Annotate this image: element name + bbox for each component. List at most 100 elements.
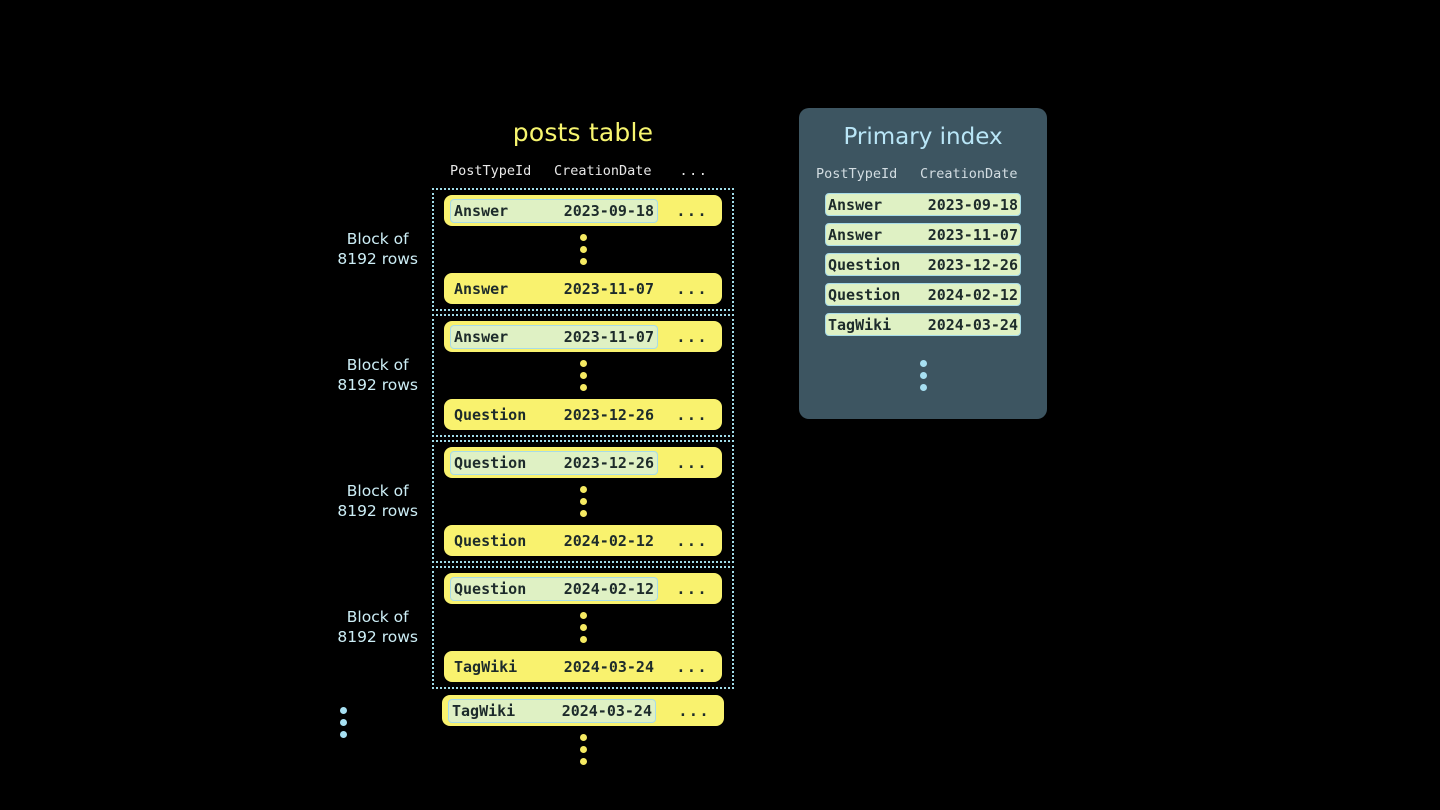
- row-ellipsis-dots: [434, 604, 732, 651]
- cell-creationdate: 2024-03-24: [561, 701, 652, 720]
- cell-posttypeid: Question: [454, 531, 527, 550]
- cell-more: ...: [676, 453, 708, 472]
- cell-creationdate: 2023-12-26: [927, 255, 1018, 274]
- cell-creationdate: 2023-09-18: [563, 201, 654, 220]
- row-cells: Question 2024-02-12: [450, 529, 658, 553]
- dot: [919, 360, 927, 367]
- block-of-rows: Block of 8192 rows Question 2023-12-26 .…: [337, 440, 734, 563]
- cell-posttypeid: Answer: [454, 279, 509, 298]
- index-continuation-dots: [919, 352, 927, 399]
- column-header-posttypeid: PostTypeId: [450, 163, 532, 179]
- dot: [579, 360, 587, 367]
- block-of-rows: Block of 8192 rows Answer 2023-11-07 ...…: [337, 314, 734, 437]
- column-header-posttypeid: PostTypeId: [816, 166, 898, 182]
- cell-more: ...: [676, 201, 708, 220]
- index-row: Answer 2023-09-18: [825, 193, 1021, 216]
- cell-posttypeid: Answer: [454, 327, 509, 346]
- index-row: Question 2023-12-26: [825, 253, 1021, 276]
- dot: [919, 384, 927, 391]
- row-cells: Question 2023-12-26: [450, 403, 658, 427]
- row-cells: Answer 2023-11-07: [450, 277, 658, 301]
- dot: [579, 498, 587, 505]
- dot: [579, 746, 587, 753]
- dot: [579, 246, 587, 253]
- cell-creationdate: 2023-11-07: [927, 225, 1018, 244]
- cell-more: ...: [676, 531, 708, 550]
- cell-posttypeid: Answer: [828, 225, 883, 244]
- dot: [579, 258, 587, 265]
- cell-creationdate: 2024-03-24: [563, 657, 654, 676]
- block-of-rows: Block of 8192 rows Question 2024-02-12 .…: [337, 566, 734, 689]
- index-row: TagWiki 2024-03-24: [825, 313, 1021, 336]
- cell-posttypeid: Answer: [454, 201, 509, 220]
- index-row: Answer 2023-11-07: [825, 223, 1021, 246]
- cell-more: ...: [676, 579, 708, 598]
- table-continuation-dots: [432, 726, 734, 773]
- posts-table-section: posts table PostTypeId CreationDate ... …: [337, 118, 734, 773]
- primary-index-title: Primary index: [843, 124, 1003, 150]
- dot: [579, 636, 587, 643]
- block-label: Block of 8192 rows: [337, 607, 418, 649]
- table-row: Question 2023-12-26 ...: [444, 447, 722, 478]
- cell-posttypeid: Answer: [828, 195, 883, 214]
- cell-creationdate: 2024-02-12: [563, 579, 654, 598]
- cell-creationdate: 2024-02-12: [563, 531, 654, 550]
- block-label-line1: Block of: [346, 481, 409, 500]
- cell-creationdate: 2023-12-26: [563, 405, 654, 424]
- column-header-creationdate: CreationDate: [920, 166, 1018, 182]
- row-ellipsis-dots: [434, 226, 732, 273]
- cell-creationdate: 2023-11-07: [563, 327, 654, 346]
- table-row: Answer 2023-11-07 ...: [444, 321, 722, 352]
- row-mark-box: Question 2023-12-26: [450, 450, 658, 475]
- table-row: Question 2024-02-12 ...: [444, 573, 722, 604]
- cell-posttypeid: TagWiki: [454, 657, 518, 676]
- block-label-line2: 8192 rows: [337, 376, 418, 395]
- block-label: Block of 8192 rows: [337, 355, 418, 397]
- cell-more: ...: [678, 701, 710, 720]
- dot: [579, 624, 587, 631]
- cell-posttypeid: TagWiki: [452, 701, 516, 720]
- dot: [579, 372, 587, 379]
- cell-creationdate: 2023-09-18: [927, 195, 1018, 214]
- row-ellipsis-dots: [434, 478, 732, 525]
- primary-index-panel: Primary index PostTypeId CreationDate An…: [799, 108, 1047, 419]
- dot: [340, 731, 347, 738]
- row-cells: TagWiki 2024-03-24: [450, 655, 658, 679]
- cell-more: ...: [676, 279, 708, 298]
- cell-more: ...: [676, 657, 708, 676]
- dot: [579, 384, 587, 391]
- dot: [579, 734, 587, 741]
- block-label: Block of 8192 rows: [337, 481, 418, 523]
- primary-index-rows: Answer 2023-09-18 Answer 2023-11-07 Ques…: [799, 193, 1047, 399]
- dot: [340, 707, 347, 714]
- row-mark-box: Answer 2023-09-18: [450, 198, 658, 223]
- table-row: Answer 2023-11-07 ...: [444, 273, 722, 304]
- cell-more: ...: [676, 405, 708, 424]
- dot: [340, 719, 347, 726]
- cell-creationdate: 2024-02-12: [927, 285, 1018, 304]
- cell-creationdate: 2023-12-26: [563, 453, 654, 472]
- cell-creationdate: 2024-03-24: [927, 315, 1018, 334]
- cell-posttypeid: TagWiki: [828, 315, 892, 334]
- table-row: Question 2023-12-26 ...: [444, 399, 722, 430]
- table-row: TagWiki 2024-03-24 ...: [444, 651, 722, 682]
- row-mark-box: Answer 2023-11-07: [450, 324, 658, 349]
- block-label-line1: Block of: [346, 607, 409, 626]
- row-mark-box: Question 2024-02-12: [450, 576, 658, 601]
- column-header-more: ...: [679, 163, 709, 179]
- row-ellipsis-dots: [434, 352, 732, 399]
- index-row: Question 2024-02-12: [825, 283, 1021, 306]
- tail-row-container: TagWiki 2024-03-24 ...: [340, 695, 734, 773]
- block-label-line2: 8192 rows: [337, 628, 418, 647]
- dot: [919, 372, 927, 379]
- dot: [579, 758, 587, 765]
- posts-table-title: posts table: [512, 118, 654, 147]
- primary-index-column-headers: PostTypeId CreationDate: [799, 166, 1047, 182]
- dot: [579, 234, 587, 241]
- cell-posttypeid: Question: [454, 405, 527, 424]
- posts-table-column-headers: PostTypeId CreationDate ...: [432, 163, 734, 179]
- cell-posttypeid: Question: [454, 453, 527, 472]
- block-of-rows: Block of 8192 rows Answer 2023-09-18 ...…: [337, 188, 734, 311]
- dot: [579, 510, 587, 517]
- table-row: Answer 2023-09-18 ...: [444, 195, 722, 226]
